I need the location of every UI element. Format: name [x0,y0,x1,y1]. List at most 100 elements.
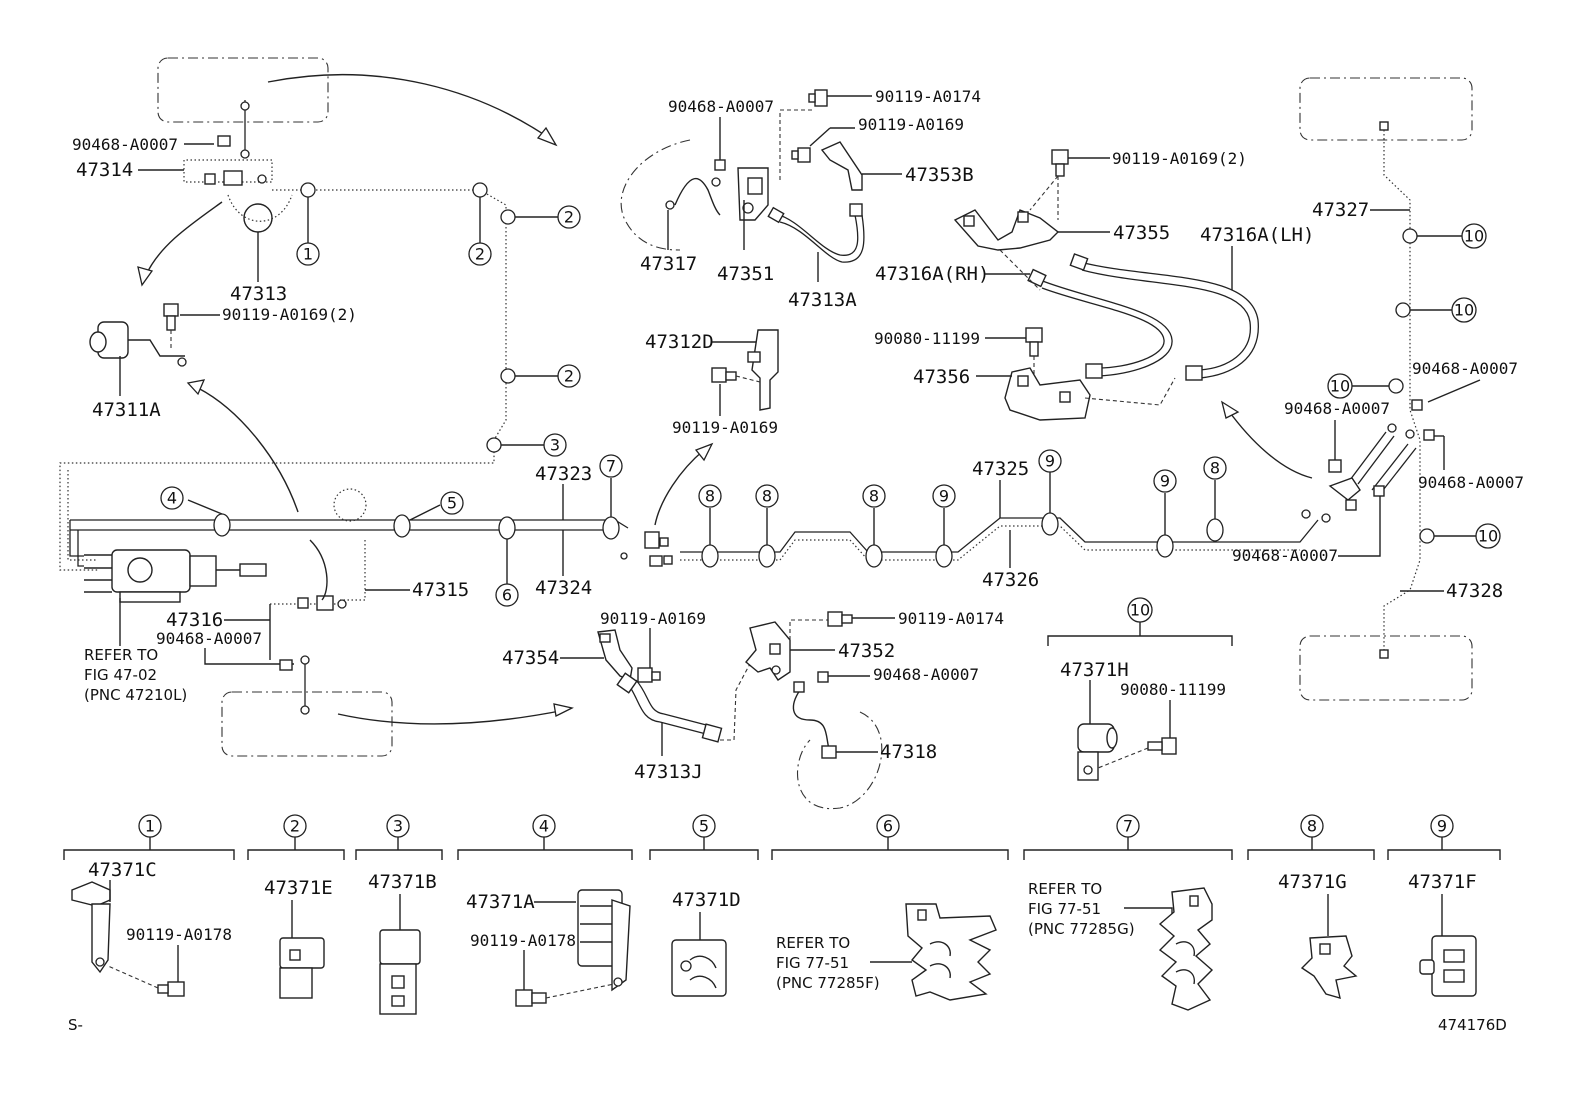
fitting [240,101,250,111]
hose-47313j [635,679,715,728]
pipe-47327 [1383,130,1421,650]
arrow-bottom-left-to-center [337,709,566,725]
callout-8: 8 [1300,814,1324,838]
label-47312d: 47312D [645,331,714,353]
fitting [300,655,310,665]
callout-2: 2 [283,814,307,838]
junction [498,516,516,540]
fitting [1027,268,1047,288]
leader [720,659,753,741]
pipe-stub [1349,431,1387,481]
junction [602,516,620,540]
part-47352 [745,621,791,681]
label-47371h: 47371H [1060,659,1129,681]
svg-text:5: 5 [699,817,709,836]
refer-note-47-02-line2: FIG 47-02 [84,666,157,684]
clip [1373,485,1385,497]
reference-box-top-left [157,57,329,123]
callout-3: 3 [386,814,410,838]
label-47371f: 47371F [1408,871,1477,893]
callout-9: 9 [1038,449,1062,473]
part-47354 [597,629,633,681]
label-47371a: 47371A [466,891,535,913]
svg-text:8: 8 [705,487,715,506]
callout-2: 2 [557,364,581,388]
clip [1379,121,1389,131]
sensor-wire-47318 [792,689,831,753]
clip [1411,399,1423,411]
master-cylinder [243,203,273,233]
fitting [616,672,638,694]
reference-box-top-right [1299,77,1473,141]
label-47313a: 47313A [788,289,857,311]
bolt-icon [515,989,547,1007]
label-47355: 47355 [1113,222,1170,244]
label-47354: 47354 [502,647,559,669]
label-47317: 47317 [640,253,697,275]
callout-10: 10 [1475,523,1501,549]
svg-text:8: 8 [1210,459,1220,478]
bolt-icon [791,147,811,163]
fitting [793,681,805,693]
label-90119-a0178: 90119-A0178 [126,925,232,944]
junction [758,544,776,568]
junction [1206,518,1224,542]
arrowhead [186,379,206,396]
label-90468-a0007: 90468-A0007 [668,97,774,116]
refer-note-77285g-line3: (PNC 77285G) [1028,920,1135,938]
callout-4: 4 [532,814,556,838]
callout-8: 8 [755,484,779,508]
label-47318: 47318 [880,741,937,763]
clip [279,659,293,671]
clip-47371d [671,939,727,997]
label-47314: 47314 [76,159,133,181]
leader [789,619,828,640]
junction [935,544,953,568]
fitting [1301,509,1311,519]
label-90468-a0007: 90468-A0007 [1232,546,1338,565]
junction [1041,512,1059,536]
leader [809,127,831,147]
clip-77285g [1158,887,1214,1011]
callout-6: 6 [876,814,900,838]
bolt-icon [808,89,828,107]
pipe-route-upper [59,189,507,571]
callout-8: 8 [1203,456,1227,480]
callout-9: 9 [1153,469,1177,493]
clip [217,135,231,147]
label-47371c: 47371C [88,859,157,881]
svg-text:3: 3 [550,436,560,455]
sensor-wire-47317 [674,177,721,216]
bolt-icon [637,667,661,683]
callout-9: 9 [932,484,956,508]
svg-text:8: 8 [762,487,772,506]
bolt-icon [157,981,185,997]
clip [297,597,309,609]
pipe-stub [1357,435,1395,485]
svg-text:5: 5 [447,494,457,513]
clip [714,159,726,171]
callout-7: 7 [599,454,623,478]
leader [1427,379,1481,403]
hose-47313j [627,683,711,736]
junction [1156,534,1174,558]
clip-77285f [905,903,997,1001]
pipe-to-cylinder [340,540,366,601]
label-47356: 47356 [913,366,970,388]
callout-10: 10 [1127,597,1153,623]
clip-47371h [1077,723,1118,781]
reference-box-bottom-left [221,691,393,757]
svg-text:9: 9 [1437,817,1447,836]
arrowhead [536,126,558,147]
fitting [1321,513,1331,523]
junction [1419,528,1435,544]
label-47313: 47313 [230,283,287,305]
detail-bracket-6 [771,837,1009,860]
label-90119-a0169: 90119-A0169 [600,609,706,628]
label-47316a-lh: 47316A(LH) [1200,224,1314,246]
bracket-outline [183,159,273,183]
label-47351: 47351 [717,263,774,285]
junction [300,182,316,198]
label-90119-a0169: 90119-A0169 [858,115,964,134]
callout-10: 10 [1327,373,1353,399]
